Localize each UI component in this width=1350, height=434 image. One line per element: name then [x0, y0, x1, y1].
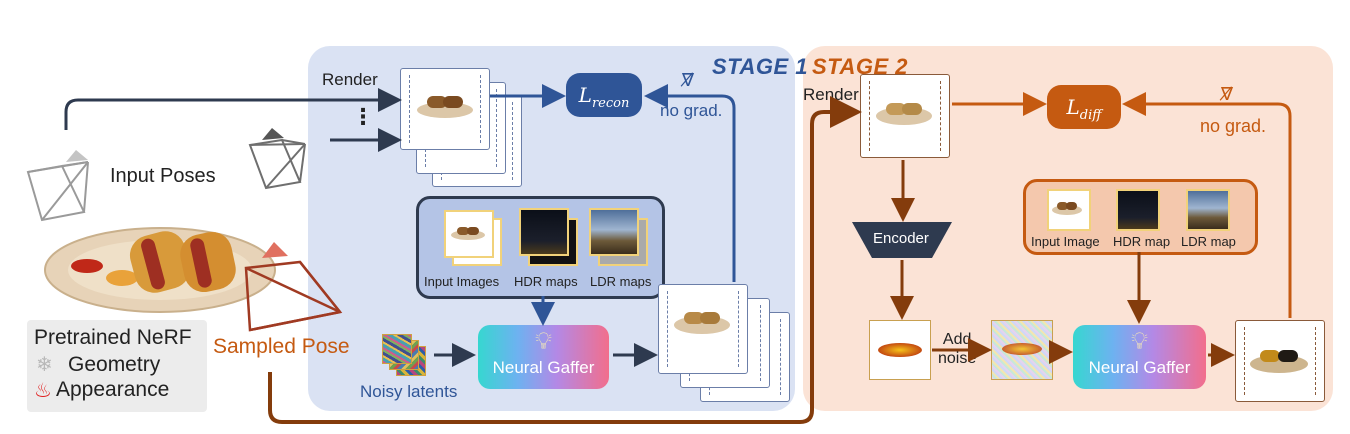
- stage1-render-food: [417, 96, 473, 118]
- stage2-loss-subscript: diff: [1079, 108, 1102, 123]
- stage1-cond-ldr: LDR maps: [590, 274, 652, 289]
- stage2-no-grad-label: no grad.: [1200, 116, 1267, 136]
- stage2-cond-ldr: LDR map: [1181, 234, 1236, 249]
- stage1-cond-food: [451, 227, 485, 240]
- stage2-cond-input-image: Input Image: [1031, 234, 1100, 249]
- noisy-latent-1: [382, 334, 412, 364]
- stage2-loss-box: Ldiff: [1047, 85, 1121, 129]
- encoder-block: [852, 222, 952, 258]
- stage1-title: STAGE 1: [712, 54, 809, 79]
- stage1-cond-hdr: HDR maps: [514, 274, 578, 289]
- input-poses-label: Input Poses: [110, 165, 216, 187]
- add-noise-label: Add noise: [938, 331, 977, 367]
- noisy-latents-label: Noisy latents: [360, 382, 458, 401]
- stage1-render-label: Render: [322, 70, 378, 89]
- stage2-clean-latent: [869, 320, 931, 380]
- stage2-lightbulb-icon: 💡︎: [1131, 328, 1148, 355]
- stage1-output-food: [674, 312, 730, 334]
- stage2-loss-symbol: L: [1066, 95, 1080, 119]
- encoder-label: Encoder: [873, 230, 929, 247]
- flame-icon: ♨: [34, 380, 52, 402]
- stage2-neural-gaffer-label: Neural Gaffer: [1088, 358, 1191, 377]
- sampled-pose-label: Sampled Pose: [213, 335, 350, 358]
- stage1-ldr-thumb-front: [589, 208, 639, 256]
- sampled-pose-path: [268, 96, 862, 424]
- stage2-hdr-thumb: [1116, 189, 1160, 231]
- stage1-output-to-loss-arrow: [644, 84, 736, 282]
- stage2-render-card: [860, 74, 950, 158]
- stage1-loss-subscript: recon: [591, 96, 630, 111]
- stage1-lightbulb-icon: 💡︎: [535, 328, 552, 355]
- sampled-pose-camera: [244, 242, 343, 332]
- appearance-label: Appearance: [56, 378, 170, 401]
- stage2-output-to-loss-arrow: [1122, 92, 1292, 318]
- nerf-title: Pretrained NeRF: [34, 326, 192, 349]
- stage2-ldr-thumb: [1186, 189, 1230, 231]
- input-pose-render-arrow: [64, 88, 402, 130]
- input-pose-camera-2: [248, 128, 306, 190]
- stage2-no-grad-symbol: ∇̸: [1221, 84, 1234, 104]
- stage1-neural-gaffer-label: Neural Gaffer: [492, 358, 595, 377]
- clean-latent-blob: [878, 343, 922, 357]
- snowflake-icon: ❄: [36, 354, 53, 376]
- hotdog-plate-illustration: [44, 227, 276, 313]
- nerf-info-box: [27, 320, 207, 412]
- stage1-no-grad-symbol: ∇̸: [682, 70, 695, 90]
- stage1-neural-gaffer: 💡︎ Neural Gaffer: [478, 325, 609, 389]
- geometry-label: Geometry: [68, 353, 161, 376]
- stage1-hdr-thumb-front: [519, 208, 569, 256]
- stage2-neural-gaffer: 💡︎ Neural Gaffer: [1073, 325, 1206, 389]
- stage1-no-grad-label: no grad.: [660, 101, 723, 120]
- stage1-loss-box: Lrecon: [566, 73, 642, 117]
- stage1-cond-input-images: Input Images: [424, 274, 500, 289]
- stage2-cond-hdr: HDR map: [1113, 234, 1171, 249]
- stage1-loss-symbol: L: [578, 83, 592, 107]
- noisy-latent-blob: [1002, 343, 1042, 355]
- input-pose-camera-1: [26, 150, 89, 222]
- stage1-ellipsis: ⋮: [352, 104, 374, 129]
- stage2-cond-food: [1052, 202, 1082, 215]
- stage2-output-food: [1250, 350, 1308, 373]
- stage2-render-food: [876, 103, 932, 125]
